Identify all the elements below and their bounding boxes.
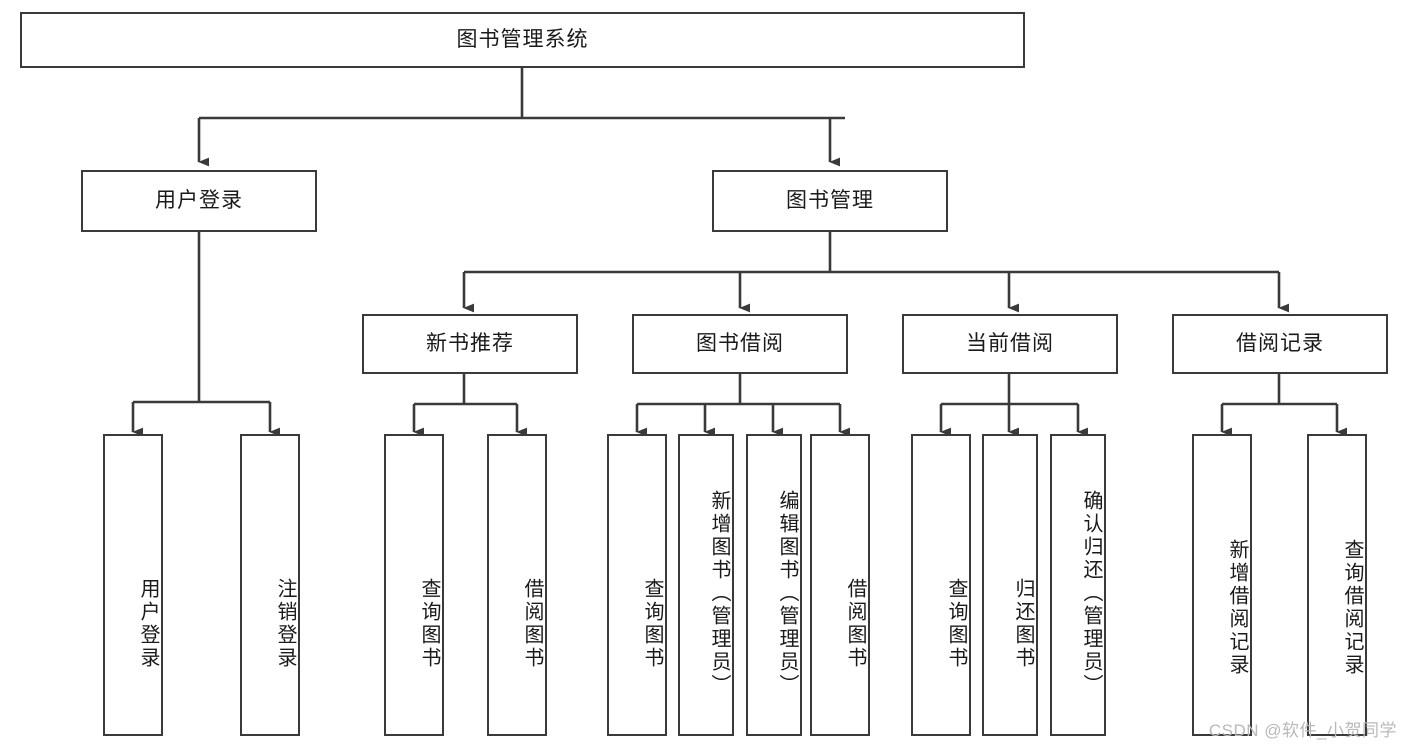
watermark: CSDN @软件_小贺同学 xyxy=(1208,721,1397,740)
node-new-book-rec-label: 新书推荐 xyxy=(426,332,514,356)
node-new-book-rec[interactable]: 新书推荐 xyxy=(362,314,578,374)
node-leaf-edit-book-label: 编辑图书（管理员） xyxy=(776,489,798,697)
node-root-label: 图书管理系统 xyxy=(456,28,589,52)
node-leaf-confirm-return-label: 确认归还（管理员） xyxy=(1080,489,1102,697)
node-borrow-record[interactable]: 借阅记录 xyxy=(1172,314,1388,374)
node-leaf-borrow-book-1[interactable]: 借阅图书 xyxy=(487,434,547,736)
node-leaf-add-record-label: 新增借阅记录 xyxy=(1226,539,1248,677)
node-leaf-query-book-2[interactable]: 查询图书 xyxy=(607,434,667,736)
node-borrow-record-label: 借阅记录 xyxy=(1236,332,1324,356)
node-leaf-query-record[interactable]: 查询借阅记录 xyxy=(1307,434,1367,736)
node-leaf-return-book[interactable]: 归还图书 xyxy=(982,434,1038,736)
node-leaf-confirm-return[interactable]: 确认归还（管理员） xyxy=(1050,434,1106,736)
node-leaf-logout-label: 注销登录 xyxy=(274,578,296,670)
node-leaf-query-book-1-label: 查询图书 xyxy=(418,578,440,670)
node-book-borrow-label: 图书借阅 xyxy=(696,332,784,356)
node-user-login[interactable]: 用户登录 xyxy=(81,170,317,232)
node-root[interactable]: 图书管理系统 xyxy=(20,12,1025,68)
node-leaf-borrow-book-2[interactable]: 借阅图书 xyxy=(810,434,870,736)
node-user-login-label: 用户登录 xyxy=(155,189,243,213)
node-leaf-logout[interactable]: 注销登录 xyxy=(240,434,300,736)
node-book-borrow[interactable]: 图书借阅 xyxy=(632,314,848,374)
node-leaf-add-book[interactable]: 新增图书（管理员） xyxy=(678,434,734,736)
node-leaf-add-record[interactable]: 新增借阅记录 xyxy=(1192,434,1252,736)
node-leaf-query-book-3-label: 查询图书 xyxy=(945,578,967,670)
node-leaf-query-book-1[interactable]: 查询图书 xyxy=(384,434,444,736)
node-leaf-user-login[interactable]: 用户登录 xyxy=(103,434,163,736)
node-leaf-return-book-label: 归还图书 xyxy=(1012,578,1034,670)
node-leaf-query-book-2-label: 查询图书 xyxy=(641,578,663,670)
node-leaf-borrow-book-1-label: 借阅图书 xyxy=(521,578,543,670)
node-current-borrow-label: 当前借阅 xyxy=(966,332,1054,356)
node-book-manage-label: 图书管理 xyxy=(786,189,874,213)
node-leaf-query-record-label: 查询借阅记录 xyxy=(1341,539,1363,677)
node-book-manage[interactable]: 图书管理 xyxy=(712,170,948,232)
node-leaf-query-book-3[interactable]: 查询图书 xyxy=(911,434,971,736)
node-leaf-add-book-label: 新增图书（管理员） xyxy=(708,489,730,697)
node-leaf-user-login-label: 用户登录 xyxy=(137,578,159,670)
node-leaf-edit-book[interactable]: 编辑图书（管理员） xyxy=(746,434,802,736)
node-leaf-borrow-book-2-label: 借阅图书 xyxy=(844,578,866,670)
node-current-borrow[interactable]: 当前借阅 xyxy=(902,314,1118,374)
